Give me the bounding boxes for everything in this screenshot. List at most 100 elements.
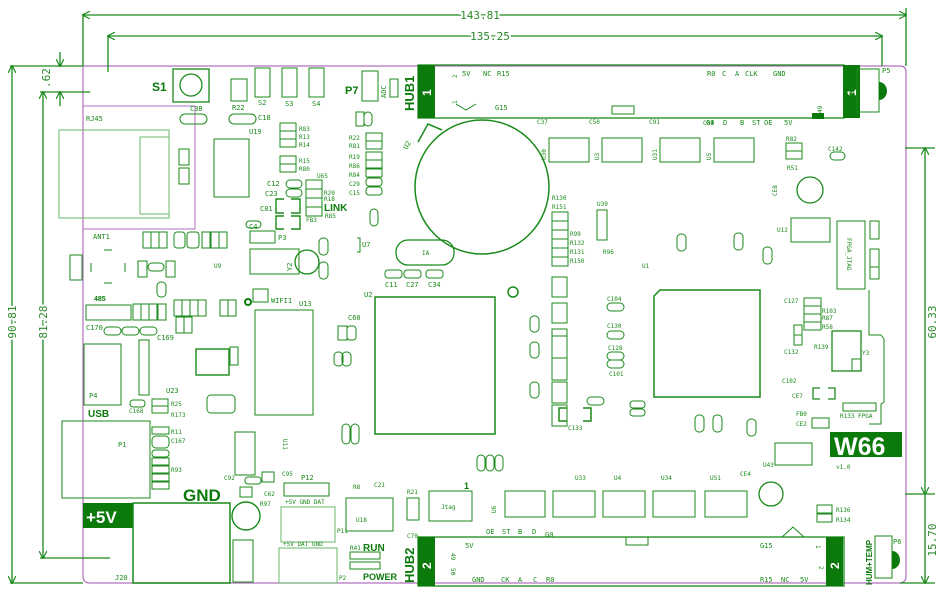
p2-connector[interactable]: [278, 547, 338, 584]
jtag-connector[interactable]: [428, 490, 473, 522]
svg-text:CK: CK: [501, 576, 510, 584]
s1-label: S1: [152, 80, 167, 94]
r85-label: R85: [325, 213, 336, 220]
svg-text:5V: 5V: [800, 576, 809, 584]
svg-text:GND: GND: [472, 576, 485, 584]
u6-label: U6: [491, 505, 498, 513]
ce0-label: R97: [260, 501, 271, 508]
link-label: LINK: [324, 203, 348, 214]
p7-adc-connector[interactable]: [361, 70, 379, 102]
c18-label: C18: [258, 114, 271, 122]
hub2-num-right: 2: [828, 562, 842, 569]
fb2-c5-c7: [206, 394, 236, 414]
board-title-badge: [830, 432, 902, 457]
svg-text:B: B: [518, 528, 522, 536]
svg-text:ST: ST: [502, 528, 511, 536]
hub2-connector[interactable]: [417, 526, 845, 587]
svg-text:CLK: CLK: [745, 70, 758, 78]
u7-label: U7: [362, 241, 370, 249]
run-power-leds: [349, 551, 381, 570]
ia-crystal: [395, 239, 455, 266]
c2-c66-c67: [529, 315, 540, 399]
hub1-num-left: 1: [420, 89, 434, 96]
battery-clip: [417, 123, 443, 143]
rj-passive-row: [142, 231, 228, 249]
svg-text:C: C: [533, 576, 537, 584]
dim-right-lower: 15.70: [926, 523, 939, 556]
resistor-array-r22-c15: [365, 132, 383, 196]
c81-inductor: [275, 198, 301, 230]
c101-label: C101: [609, 371, 624, 378]
u1-label: U1: [642, 263, 650, 270]
u51-label: U51: [710, 475, 721, 482]
ia-label: IA: [422, 250, 430, 257]
p11-connector[interactable]: [280, 506, 336, 543]
c104-c101-stack: [606, 302, 625, 369]
svg-text:NC: NC: [483, 70, 491, 78]
r130-r150-array: [551, 211, 569, 267]
r139-label: R139: [814, 344, 829, 351]
card-edge-slot: [868, 290, 885, 425]
c60-c19-c20: [333, 325, 360, 445]
svg-text:G15: G15: [760, 542, 773, 550]
u9-label: U9: [214, 263, 222, 270]
s1-reset-button[interactable]: [172, 68, 210, 103]
hub1-connector[interactable]: [417, 64, 860, 119]
c62-label: C62: [264, 491, 275, 498]
c50-label: C50: [589, 119, 600, 126]
r136-r134: [816, 504, 833, 523]
svg-text:OE: OE: [764, 119, 772, 127]
antenna-connector[interactable]: [69, 254, 83, 281]
c168-label: C168: [129, 408, 144, 415]
fb0-label: FB0: [796, 411, 807, 418]
svg-text:NC: NC: [781, 576, 789, 584]
c70-label: C70: [407, 533, 418, 540]
p12-connector[interactable]: [283, 482, 330, 497]
s2-label: S2: [258, 99, 266, 107]
u5-label: U5: [706, 152, 713, 160]
p1-label: P1: [118, 441, 126, 449]
plus5v-badge: [83, 503, 133, 528]
svg-text:C: C: [722, 70, 726, 78]
c27-c34-c33: [384, 269, 444, 279]
svg-text:5V: 5V: [784, 119, 793, 127]
r131-label: R131: [570, 249, 585, 256]
board-version: v1.0: [836, 464, 851, 471]
p3-connector[interactable]: [249, 230, 276, 244]
c91-label: C91: [649, 119, 660, 126]
u39-label: U39: [597, 201, 608, 208]
rs485-connector[interactable]: [85, 304, 132, 321]
fpga-jtag-label: FPGA_JTAG: [845, 238, 852, 271]
r133-label: R133: [840, 413, 855, 420]
c142-label: C142: [828, 146, 843, 153]
r11-label: R11: [171, 429, 182, 436]
fpga-jtag-connector[interactable]: [836, 220, 866, 290]
r58-label: R58: [822, 324, 833, 331]
p4-usb-connector[interactable]: [83, 343, 122, 406]
j20-power-jack[interactable]: [132, 502, 231, 584]
r133-footprint: [842, 402, 877, 412]
u3-label: U3: [594, 152, 601, 160]
r173-label: R173: [171, 412, 186, 419]
svg-text:R0: R0: [546, 576, 554, 584]
p1-usb-port[interactable]: [61, 420, 151, 499]
svg-text:GND: GND: [773, 70, 786, 78]
resistor-array-r83-r14: [279, 122, 297, 173]
c12-c23: [285, 179, 303, 198]
c110-c103-c111: [676, 232, 773, 265]
u13-chip: [254, 309, 314, 416]
r151-label: R151: [552, 204, 567, 211]
u18-chip: [345, 497, 394, 532]
c29-label: C29: [349, 181, 360, 188]
r55-r53-array: [132, 299, 237, 334]
r86-label: R86: [349, 163, 360, 170]
rj45-magnetics: [139, 136, 170, 215]
fiducial: [507, 286, 519, 298]
svg-text:D: D: [532, 528, 536, 536]
c33-label: C34: [428, 281, 441, 289]
c133-label: C133: [568, 425, 583, 432]
p5-temp-sensor: [856, 68, 887, 113]
r25-r173: [151, 398, 169, 414]
u18-label: U18: [356, 517, 367, 524]
dim-total-width: 143.81: [460, 9, 500, 22]
